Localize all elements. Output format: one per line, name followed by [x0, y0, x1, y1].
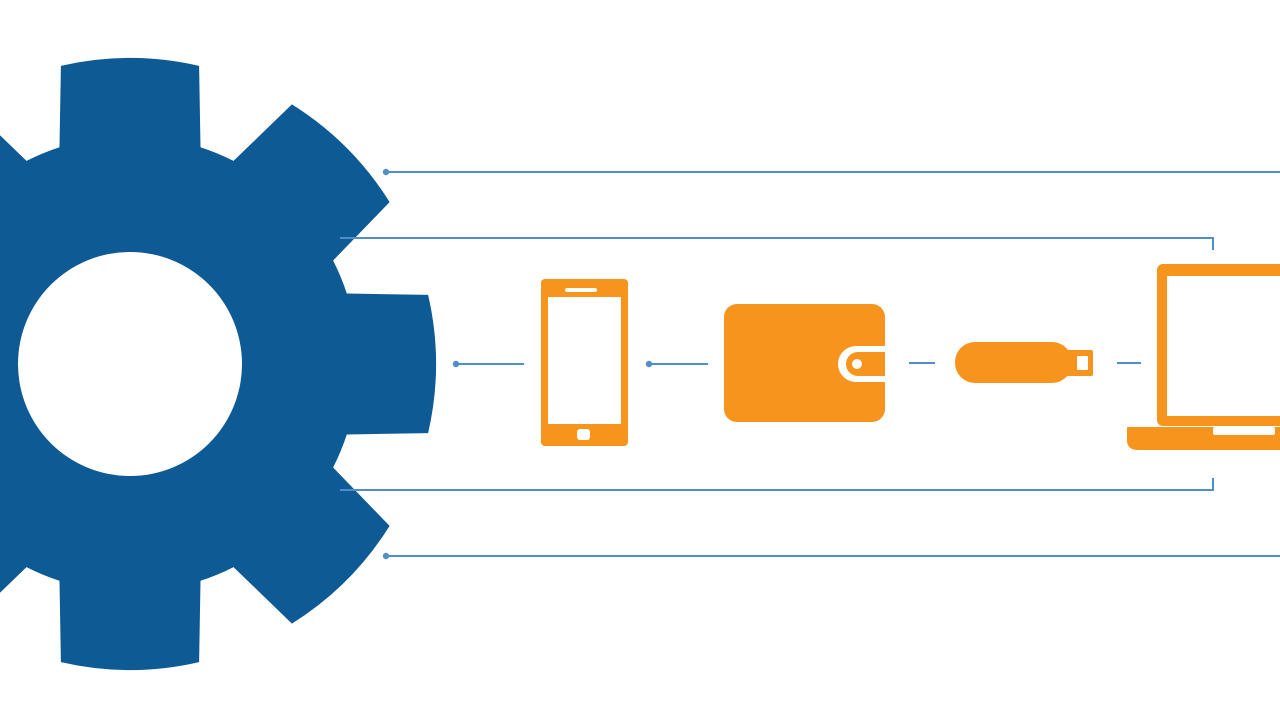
chain-link-phone-to-wallet: [645, 360, 708, 368]
top-inner-bracket: [340, 237, 1214, 250]
top-outer-line: [382, 168, 1280, 176]
wallet-icon: [724, 304, 885, 422]
gear-shape: [0, 57, 437, 671]
connector-lines: [340, 168, 1280, 560]
laptop-icon: [1127, 264, 1280, 450]
usb-stick-icon: [955, 342, 1093, 383]
bottom-outer-line: [382, 552, 1280, 560]
smartphone-icon: [541, 279, 628, 446]
bottom-inner-bracket: [340, 478, 1214, 491]
chain-link-gear-to-phone: [452, 360, 524, 368]
gear-icon: [0, 57, 437, 671]
